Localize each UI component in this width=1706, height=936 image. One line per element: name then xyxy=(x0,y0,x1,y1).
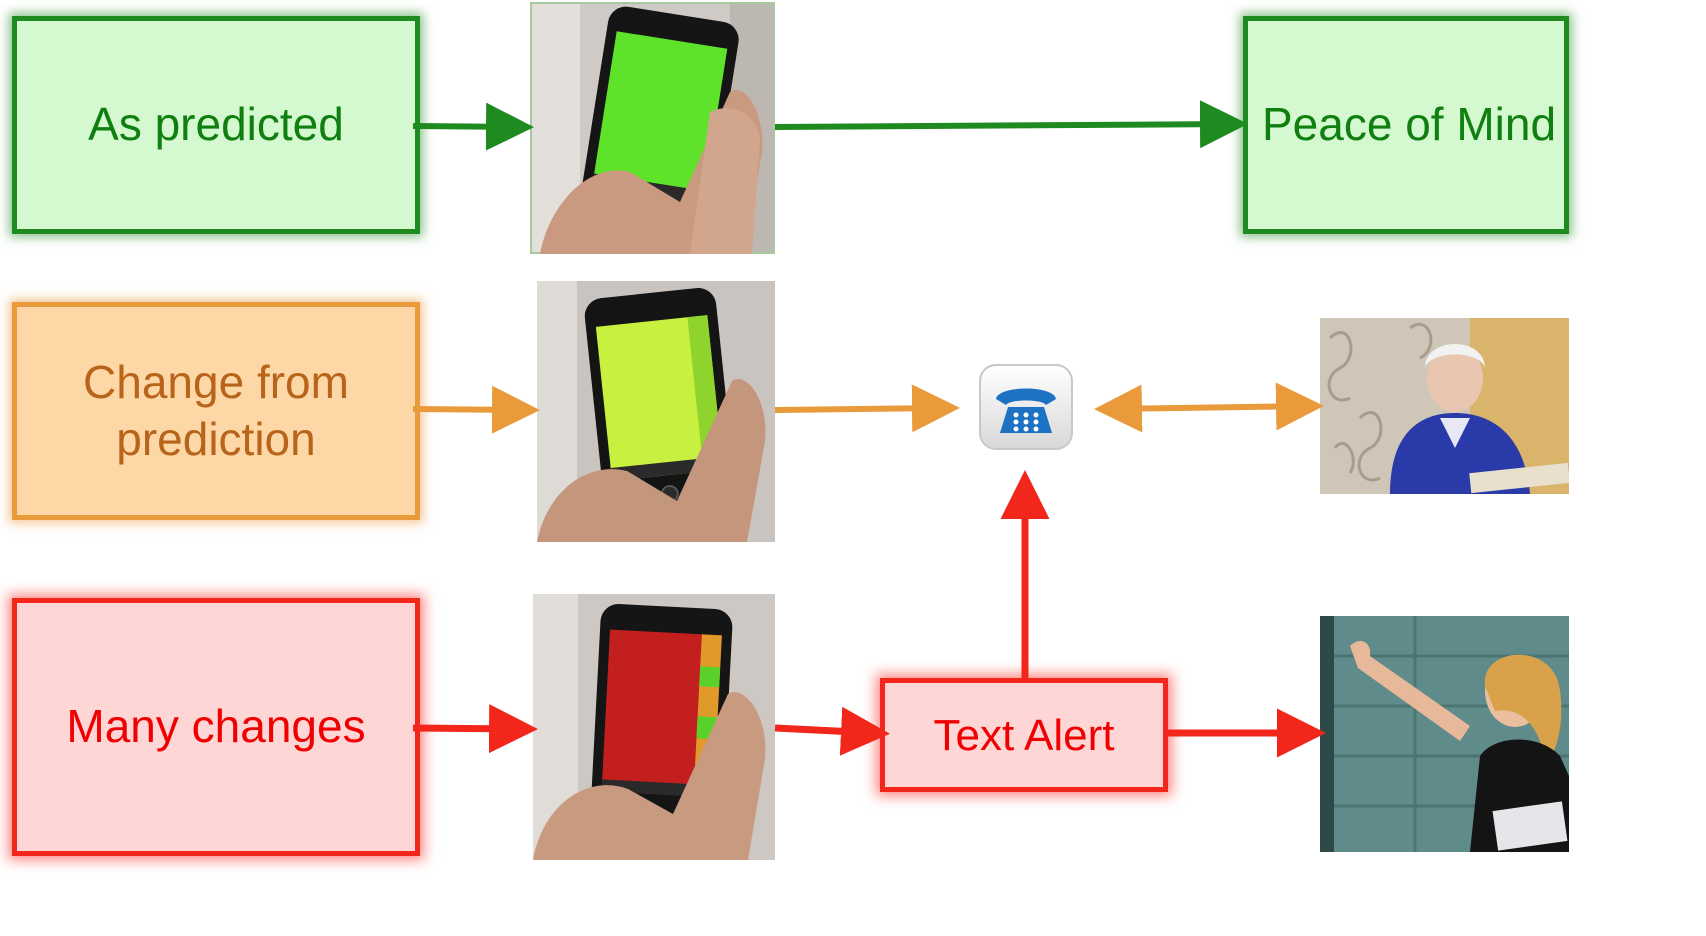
phone-green-screen xyxy=(530,2,775,254)
phone-yellow-screen xyxy=(537,281,775,542)
phone-red-screen xyxy=(533,594,775,860)
elderly-woman-photo xyxy=(1320,318,1569,494)
arrow-change-to-phone xyxy=(412,385,540,434)
as-predicted-box: As predicted xyxy=(12,16,420,234)
many-changes-box: Many changes xyxy=(12,598,420,856)
change-from-prediction-label-2: prediction xyxy=(116,413,316,465)
change-from-prediction-box: Change from prediction xyxy=(12,302,420,520)
peace-of-mind-box: Peace of Mind xyxy=(1243,16,1569,234)
text-alert-label: Text Alert xyxy=(933,710,1115,760)
visitor-knocking-photo xyxy=(1320,616,1569,852)
change-from-prediction-label-1: Change from xyxy=(83,355,349,408)
peace-of-mind-label: Peace of Mind xyxy=(1262,98,1557,151)
arrow-phone-to-telephone xyxy=(774,384,960,433)
arrow-as-predicted-to-phone xyxy=(412,102,534,151)
arrow-many-changes-to-phone xyxy=(412,704,538,754)
telephone-icon xyxy=(978,363,1074,451)
many-changes-label: Many changes xyxy=(66,700,366,753)
text-alert-box: Text Alert xyxy=(880,678,1168,792)
arrow-phone-to-peace-of-mind xyxy=(774,100,1248,149)
arrow-phone-to-text-alert xyxy=(774,706,890,756)
arrow-telephone-to-woman xyxy=(1094,382,1324,433)
as-predicted-label: As predicted xyxy=(88,98,344,151)
